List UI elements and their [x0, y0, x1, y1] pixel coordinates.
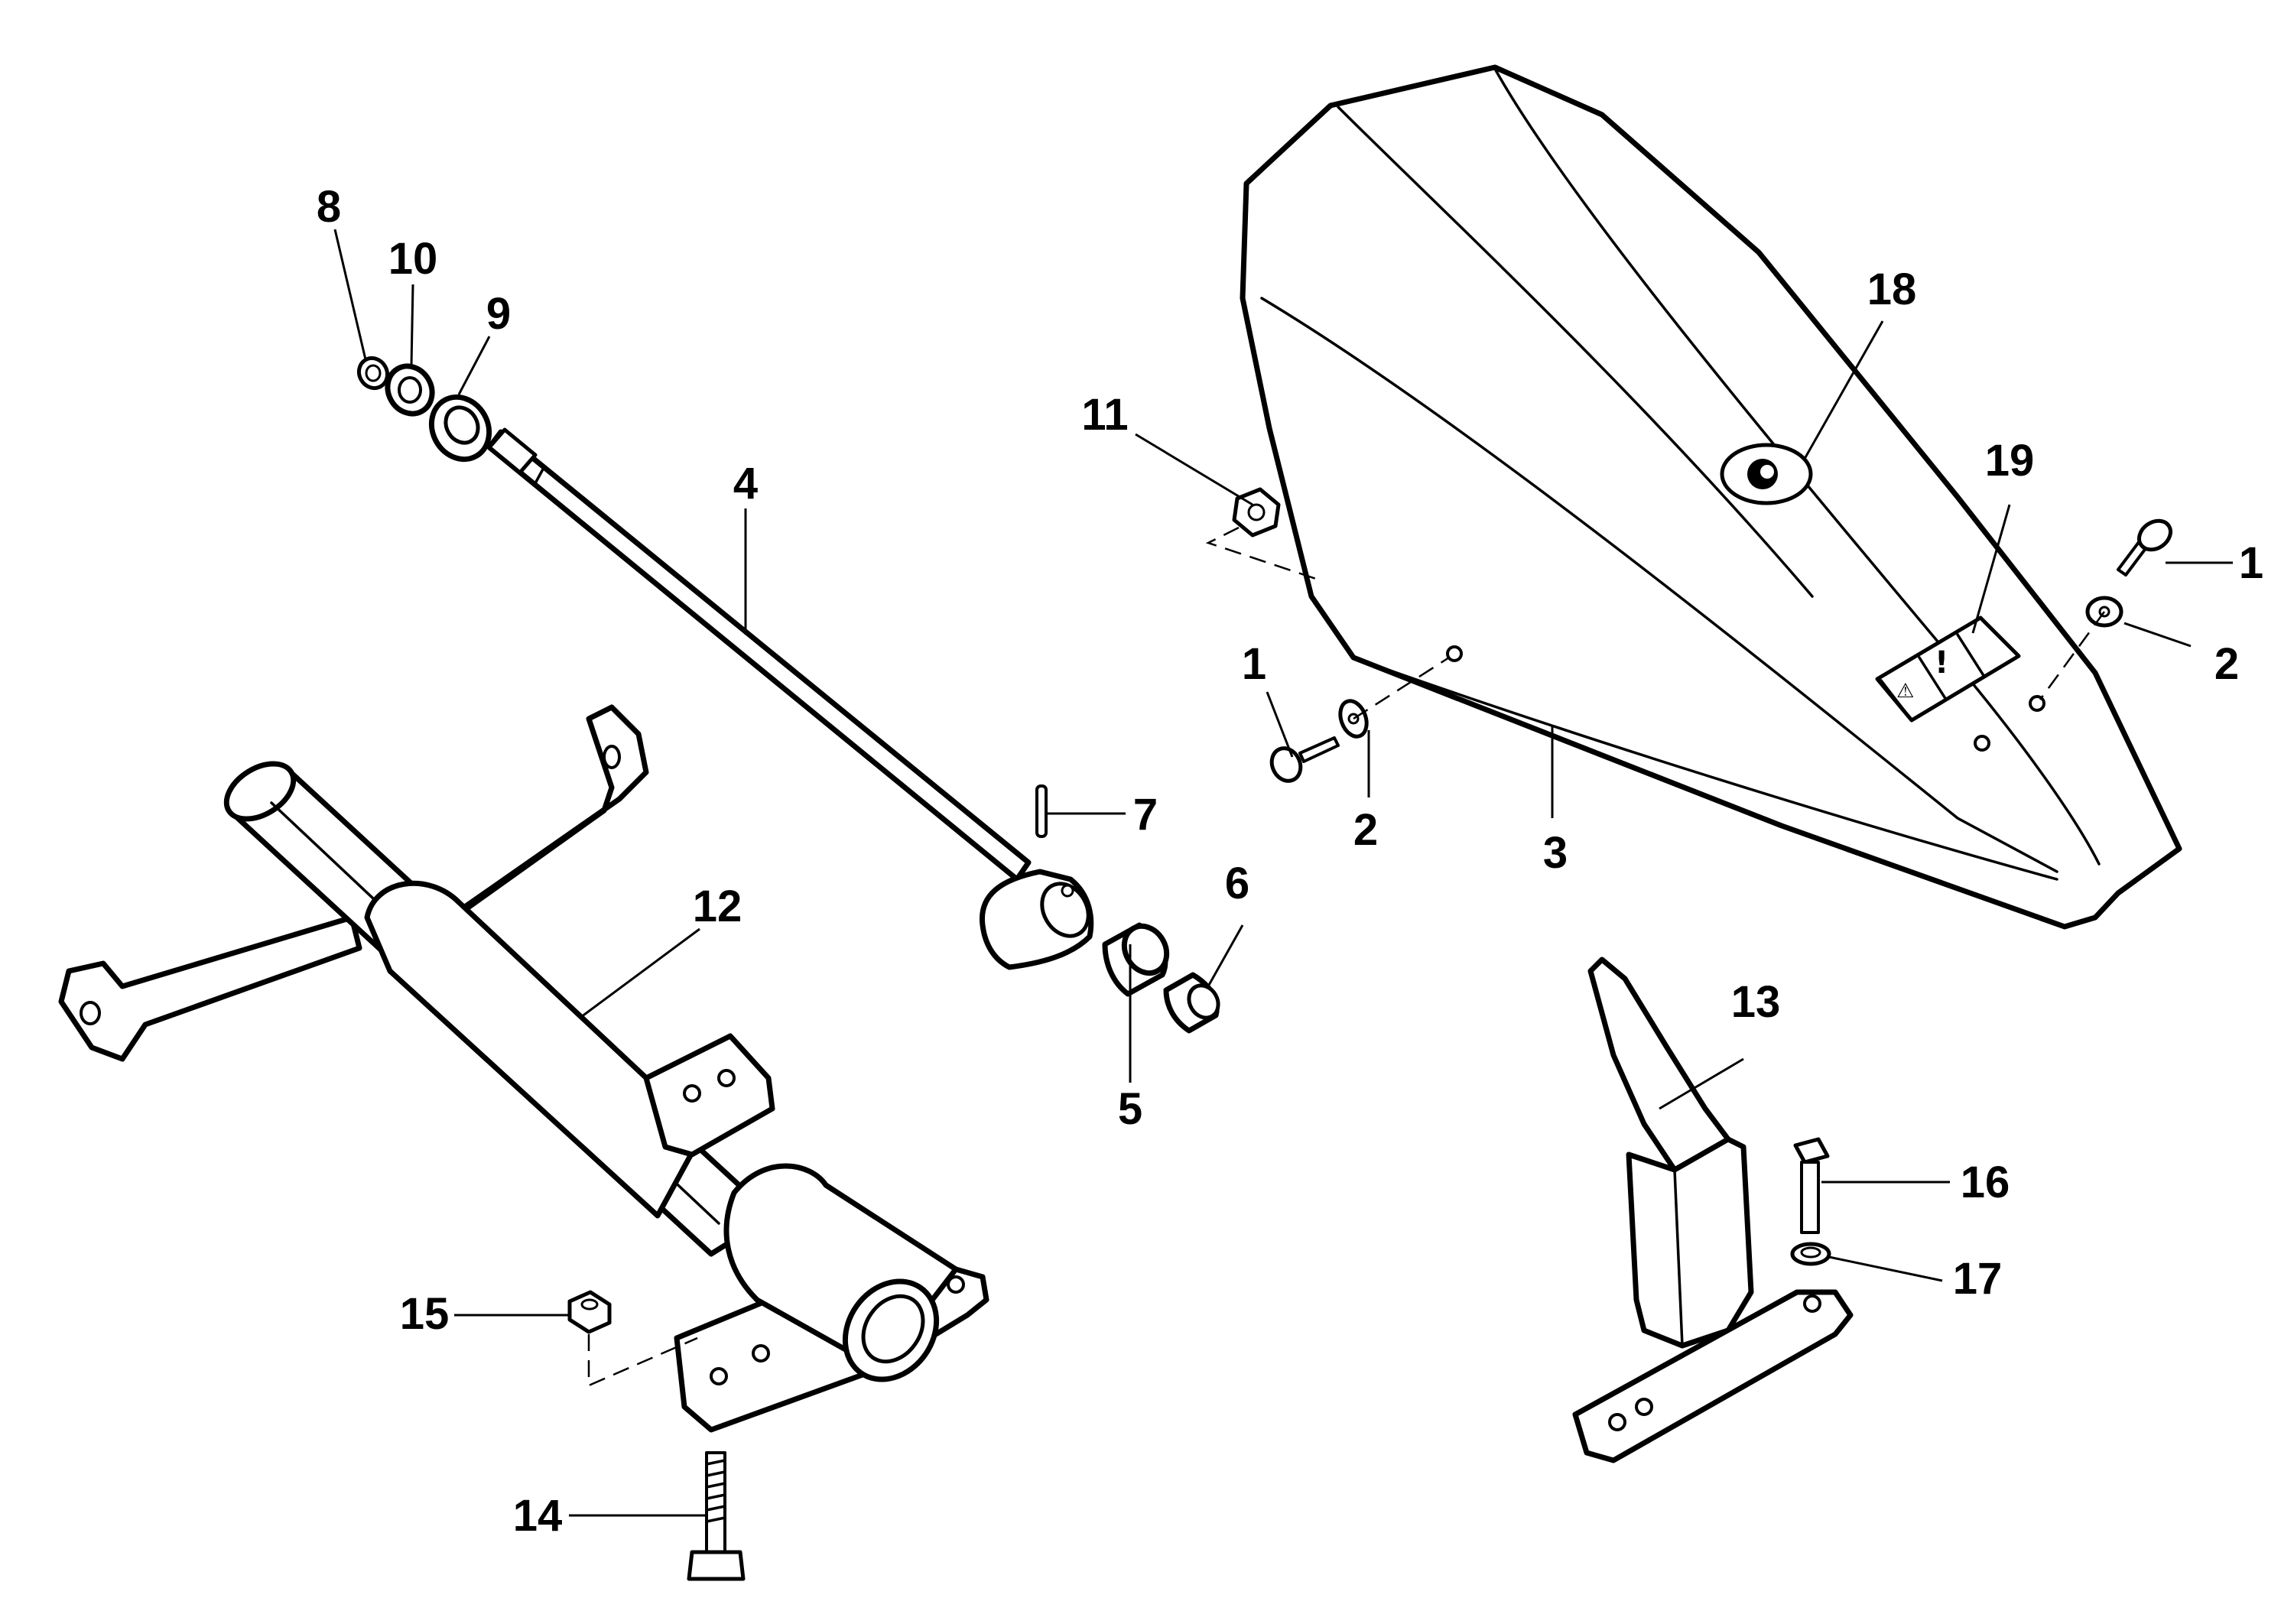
- screw-part-1-left: [1269, 736, 1340, 783]
- bearing-part-9: [428, 394, 492, 463]
- bushing-part-6: [1163, 972, 1220, 1034]
- callout-3: 3: [1543, 828, 1568, 878]
- svg-text:⚠: ⚠: [1896, 680, 1914, 703]
- callout-4: 4: [733, 459, 758, 508]
- callout-13: 13: [1731, 977, 1781, 1027]
- callout-7: 7: [1133, 790, 1158, 840]
- alignment-lines: [587, 526, 2106, 1387]
- callout-2-right: 2: [2214, 639, 2239, 689]
- svg-text:!: !: [1935, 645, 1948, 680]
- bolt-part-14: [687, 1451, 746, 1581]
- callout-14: 14: [513, 1491, 563, 1541]
- callout-8: 8: [317, 182, 341, 232]
- callout-16: 16: [1961, 1158, 2010, 1207]
- leader-lines: [333, 229, 2233, 1517]
- callout-labels: 8 10 9 4 11 7 6 5 12 15 14 13 16 17 18 1…: [317, 182, 2263, 1541]
- callout-10: 10: [388, 234, 438, 284]
- seal-part-10: [385, 363, 435, 417]
- callout-17: 17: [1953, 1254, 2003, 1304]
- callout-5: 5: [1118, 1084, 1142, 1134]
- callout-1-right: 1: [2239, 538, 2263, 588]
- nut-part-15: [567, 1290, 612, 1334]
- callout-1-left: 1: [1242, 639, 1266, 689]
- shaft-part-4: [486, 427, 1094, 970]
- bolt-part-16: [1793, 1137, 1830, 1234]
- nut-part-11: [1232, 487, 1281, 538]
- washer-part-17: [1790, 1242, 1831, 1266]
- warning-decal-part-19: ⚠ !: [1875, 615, 2021, 723]
- callout-12: 12: [693, 882, 742, 931]
- guard-cover-part-3: ⚠ !: [1240, 64, 2182, 930]
- pin-part-7: [1035, 784, 1048, 838]
- callout-15: 15: [400, 1289, 450, 1339]
- callout-2-left: 2: [1353, 805, 1378, 855]
- screw-part-1-right: [2117, 518, 2172, 577]
- callout-19: 19: [1985, 436, 2035, 486]
- frame-bracket-part-12: [58, 704, 989, 1433]
- bushing-part-5: [1102, 922, 1170, 997]
- washer-part-8: [356, 356, 390, 391]
- callout-18: 18: [1867, 265, 1917, 314]
- skid-bracket-part-13: [1572, 957, 1854, 1463]
- callout-9: 9: [486, 289, 511, 339]
- callout-6: 6: [1225, 859, 1249, 908]
- callout-11: 11: [1081, 390, 1128, 440]
